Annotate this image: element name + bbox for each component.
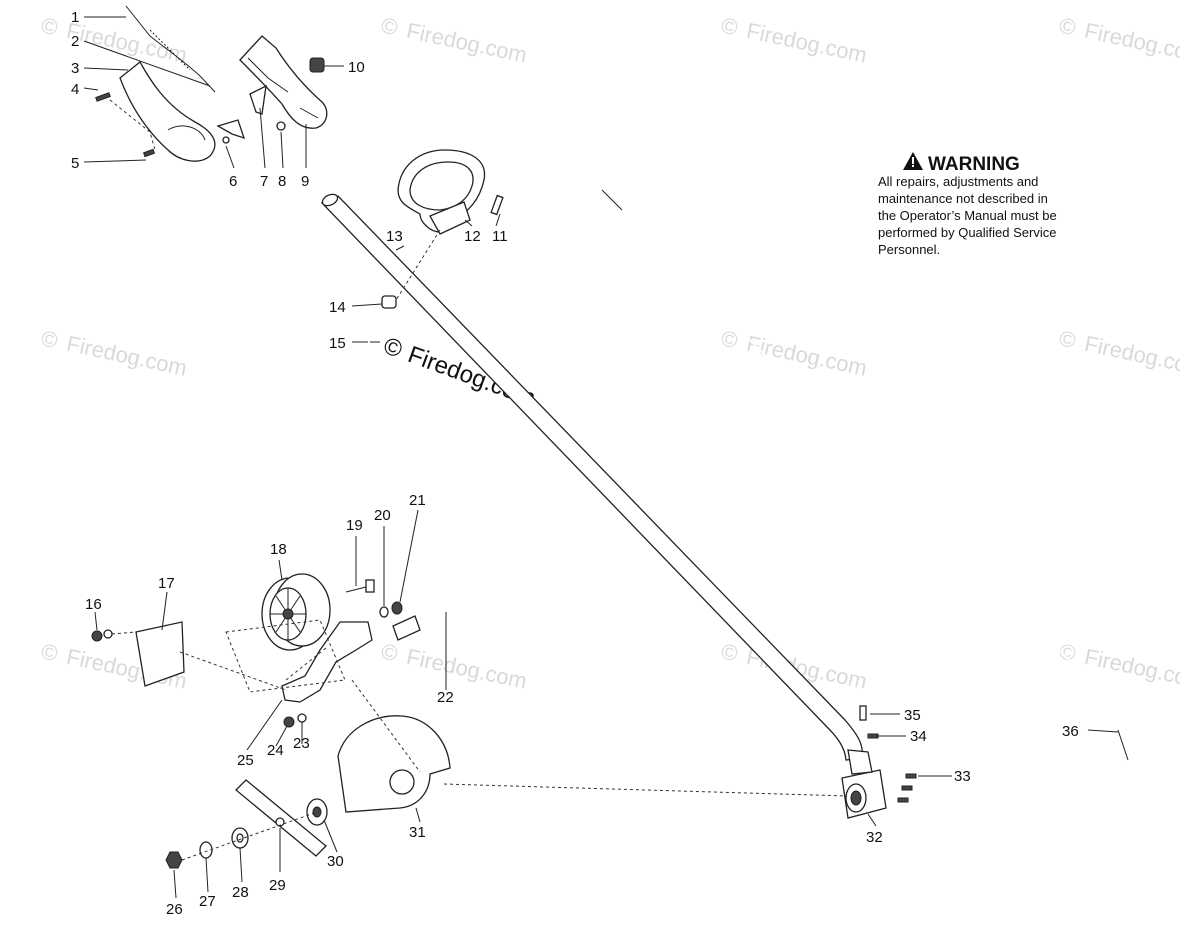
watermark-group: © Firedog.com © Firedog.com © Firedog.co… bbox=[39, 12, 1180, 693]
watermark-text: Firedog.com bbox=[1082, 331, 1180, 381]
callout-1: 1 bbox=[71, 9, 79, 26]
callout-34: 34 bbox=[910, 728, 927, 745]
callout-5: 5 bbox=[71, 155, 79, 172]
warning-line-4: performed by Qualified Service bbox=[878, 225, 1056, 240]
watermark-text: Firedog.com bbox=[64, 331, 189, 381]
callout-15: 15 bbox=[329, 335, 346, 352]
callout-13: 13 bbox=[386, 228, 403, 245]
loop-handle-assembly bbox=[370, 149, 504, 343]
callout-35: 35 bbox=[904, 707, 921, 724]
callout-36: 36 bbox=[1062, 723, 1079, 740]
watermark-symbol: © bbox=[39, 638, 60, 666]
callout-19: 19 bbox=[346, 517, 363, 534]
warning-line-2: maintenance not described in bbox=[878, 191, 1048, 206]
callout-10: 10 bbox=[348, 59, 365, 76]
callout-6: 6 bbox=[229, 173, 237, 190]
callout-33: 33 bbox=[954, 768, 971, 785]
watermark-symbol: © bbox=[379, 12, 400, 40]
watermark-text: Firedog.com bbox=[1082, 644, 1180, 694]
watermark-text: Firedog.com bbox=[404, 18, 529, 68]
warning-title: WARNING bbox=[928, 154, 1020, 175]
watermark-symbol: © bbox=[1057, 325, 1078, 353]
callout-27: 27 bbox=[199, 893, 216, 910]
callout-17: 17 bbox=[158, 575, 175, 592]
callout-31: 31 bbox=[409, 824, 426, 841]
warning-notice: WARNING All repairs, adjustments and mai… bbox=[878, 152, 1057, 257]
watermark-symbol: © bbox=[719, 325, 740, 353]
watermark-text: Firedog.com bbox=[404, 644, 529, 694]
callout-7: 7 bbox=[260, 173, 268, 190]
drive-shaft bbox=[601, 189, 1129, 761]
shaft-tube bbox=[320, 193, 864, 761]
callout-14: 14 bbox=[329, 299, 346, 316]
watermark-symbol: © bbox=[39, 12, 60, 40]
warning-line-1: All repairs, adjustments and bbox=[878, 174, 1038, 189]
callout-labels: 1 2 3 4 5 6 7 8 9 10 11 12 13 14 15 16 1… bbox=[71, 9, 1079, 918]
callout-29: 29 bbox=[269, 877, 286, 894]
callout-23: 23 bbox=[293, 735, 310, 752]
watermark-symbol: © bbox=[379, 638, 400, 666]
callout-22: 22 bbox=[437, 689, 454, 706]
callout-20: 20 bbox=[374, 507, 391, 524]
watermark-symbol: © bbox=[1057, 638, 1078, 666]
watermark-text: Firedog.com bbox=[1082, 18, 1180, 68]
watermark-text: Firedog.com bbox=[744, 331, 869, 381]
callout-4: 4 bbox=[71, 81, 79, 98]
callout-18: 18 bbox=[270, 541, 287, 558]
gear-head-assembly bbox=[841, 705, 917, 819]
watermark-symbol: © bbox=[719, 12, 740, 40]
callout-26: 26 bbox=[166, 901, 183, 918]
callout-3: 3 bbox=[71, 60, 79, 77]
callout-12: 12 bbox=[464, 228, 481, 245]
watermark-symbol: © bbox=[719, 638, 740, 666]
callout-2: 2 bbox=[71, 33, 79, 50]
watermark-symbol: © bbox=[1057, 12, 1078, 40]
callout-32: 32 bbox=[866, 829, 883, 846]
callout-11: 11 bbox=[492, 228, 508, 245]
blade-guard-assembly bbox=[165, 679, 849, 869]
callout-21: 21 bbox=[409, 492, 426, 509]
leader-lines bbox=[83, 16, 1119, 899]
callout-9: 9 bbox=[301, 173, 309, 190]
throttle-handle-assembly bbox=[95, 5, 328, 162]
watermark-symbol-strong: © bbox=[380, 332, 406, 364]
callout-30: 30 bbox=[327, 853, 344, 870]
watermark-text: Firedog.com bbox=[64, 18, 189, 68]
warning-line-5: Personnel. bbox=[878, 242, 940, 257]
callout-16: 16 bbox=[85, 596, 102, 613]
callout-24: 24 bbox=[267, 742, 284, 759]
warning-line-3: the Operator’s Manual must be bbox=[878, 208, 1057, 223]
watermark-symbol: © bbox=[39, 325, 60, 353]
edger-wheel-assembly bbox=[91, 573, 421, 728]
callout-25: 25 bbox=[237, 752, 254, 769]
callout-8: 8 bbox=[278, 173, 286, 190]
watermark-text: Firedog.com bbox=[744, 18, 869, 68]
callout-28: 28 bbox=[232, 884, 249, 901]
